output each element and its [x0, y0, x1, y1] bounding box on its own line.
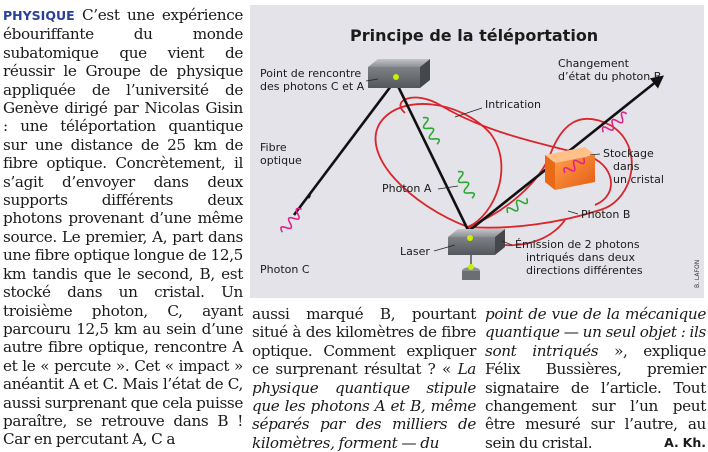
crystal — [545, 147, 595, 190]
label-fibre-1: Fibre — [260, 141, 287, 154]
column-2-quote: La physique quantique stipule que les ph… — [252, 360, 477, 452]
leader-lines — [365, 78, 601, 252]
column-2-text: aussi marqué B, pourtant situé à des kil… — [252, 305, 476, 379]
column-1-text: C’est une expérience ébouriffante du mon… — [3, 6, 243, 449]
article-column-2: aussi marqué B, pourtant situé à des kil… — [252, 305, 476, 452]
label-change-2: d’état du photon B — [558, 70, 661, 83]
image-credit: B. LAFON — [694, 260, 701, 288]
laser-box — [448, 229, 505, 280]
article-column-3: point de vue de la mécanique quantique —… — [485, 305, 706, 452]
author-signature: A. Kh. — [664, 434, 706, 450]
label-fibre-2: optique — [260, 154, 302, 167]
diagram-title: Principe de la téléportation — [350, 26, 598, 45]
label-emission-3: directions différentes — [526, 264, 643, 277]
label-photon-a: Photon A — [382, 182, 432, 195]
label-photon-c: Photon C — [260, 263, 310, 276]
label-laser: Laser — [400, 245, 430, 258]
label-emission-1: Émission de 2 photons — [515, 238, 640, 251]
meeting-box — [368, 59, 430, 88]
label-intrication: Intrication — [485, 98, 541, 111]
label-emission-2: intriqués dans deux — [526, 251, 636, 264]
section-kicker: PHYSIQUE — [3, 8, 75, 23]
column-3-text: », explique Félix Bussières, premier sig… — [485, 341, 706, 452]
label-storage-2: dans — [613, 160, 640, 173]
label-change-1: Changement — [558, 57, 630, 70]
label-storage-1: Stockage — [603, 147, 654, 160]
label-meeting-1: Point de rencontre — [260, 67, 361, 80]
teleportation-diagram: Principe de la téléportation — [250, 5, 704, 298]
label-photon-b: Photon B — [581, 208, 630, 221]
label-meeting-2: des photons C et A — [260, 80, 365, 93]
diagram-canvas: Principe de la téléportation — [260, 26, 701, 288]
column-3-quote: point de vue de la mécanique quantique —… — [485, 305, 706, 360]
label-storage-3: un cristal — [613, 173, 664, 186]
article-column-1: PHYSIQUE C’est une expérience ébouriffan… — [3, 6, 243, 449]
photon-a-wave — [422, 116, 529, 214]
photon-c-wave — [280, 111, 628, 233]
